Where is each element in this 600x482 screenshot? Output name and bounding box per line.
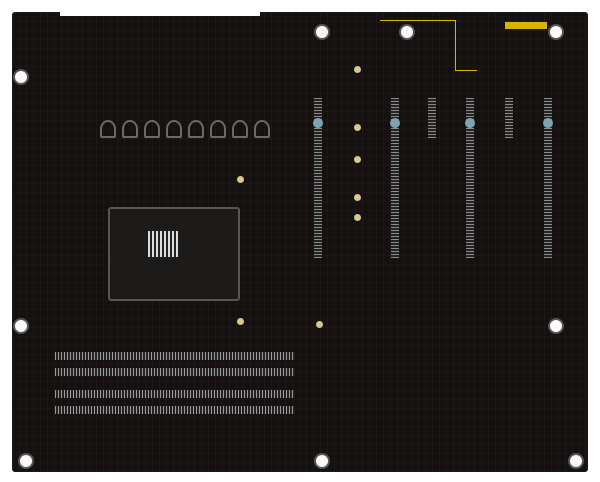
pcie-slot <box>466 98 474 258</box>
brass-pad <box>354 214 361 221</box>
pcie-slot <box>314 98 322 258</box>
vrm-component <box>144 120 160 138</box>
vrm-component <box>166 120 182 138</box>
mounting-hole <box>18 453 34 469</box>
brass-pad <box>354 124 361 131</box>
brass-pad <box>237 318 244 325</box>
mounting-hole <box>13 69 29 85</box>
brass-pad <box>354 156 361 163</box>
pcie-x1-slot <box>505 98 513 138</box>
dimm-slot <box>55 352 295 360</box>
brass-pad <box>354 66 361 73</box>
vrm-component <box>100 120 116 138</box>
slot-cap <box>465 118 475 128</box>
vrm-component <box>210 120 226 138</box>
vrm-component <box>254 120 270 138</box>
dimm-slot <box>55 368 295 376</box>
mounting-hole <box>568 453 584 469</box>
slot-cap <box>390 118 400 128</box>
brass-pad <box>316 321 323 328</box>
mounting-hole <box>314 24 330 40</box>
mounting-hole <box>314 453 330 469</box>
vrm-component <box>188 120 204 138</box>
cpu-socket-backplate <box>108 207 240 301</box>
vrm-component <box>232 120 248 138</box>
slot-cap <box>543 118 553 128</box>
pcie-slot <box>544 98 552 258</box>
cpu-pin-field <box>148 231 178 257</box>
brass-pad <box>237 176 244 183</box>
vrm-component <box>122 120 138 138</box>
trace <box>380 20 456 71</box>
mounting-hole <box>548 318 564 334</box>
trace <box>455 70 477 71</box>
pcie-x1-slot <box>428 98 436 138</box>
motherboard-back <box>12 12 588 472</box>
mounting-hole <box>548 24 564 40</box>
dimm-slot <box>55 390 295 398</box>
slot-cap <box>313 118 323 128</box>
mounting-hole <box>13 318 29 334</box>
silkscreen-highlight <box>505 22 547 29</box>
pcie-slot <box>391 98 399 258</box>
brass-pad <box>354 194 361 201</box>
mounting-hole <box>399 24 415 40</box>
dimm-slot <box>55 406 295 414</box>
board-edge-notch <box>60 12 260 16</box>
